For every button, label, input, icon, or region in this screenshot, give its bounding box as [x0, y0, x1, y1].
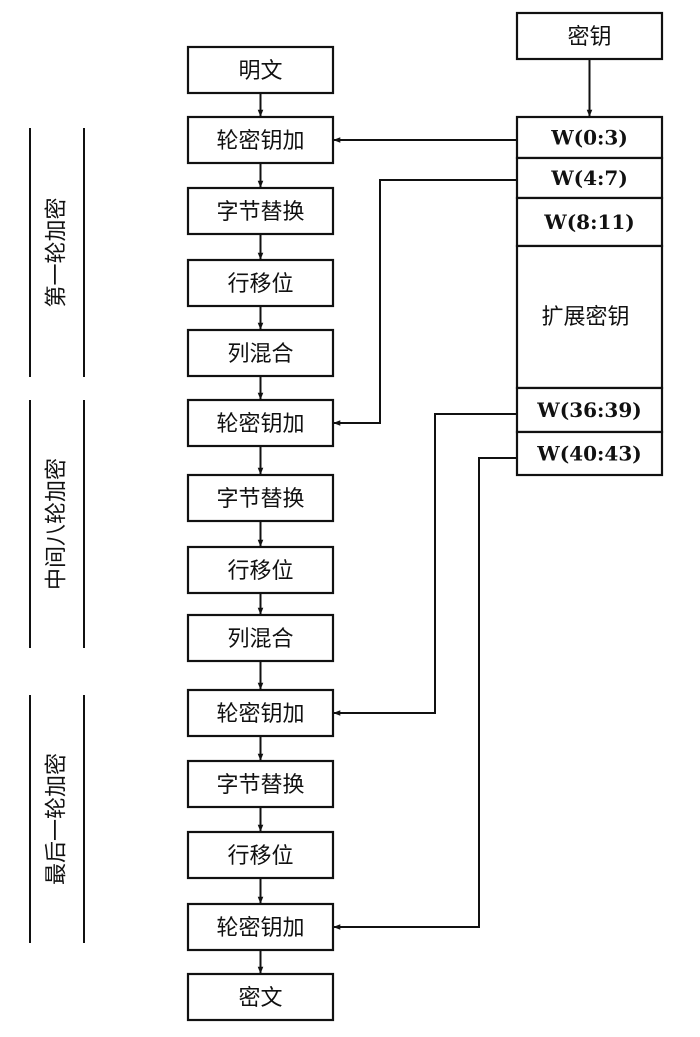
- flow-boxes: 明文轮密钥加字节替换行移位列混合轮密钥加字节替换行移位列混合轮密钥加字节替换行移…: [186, 45, 335, 1022]
- step-ark0-box: 轮密钥加: [186, 115, 335, 165]
- step-ark1-box: 轮密钥加: [186, 398, 335, 448]
- step-ark9-box: 轮密钥加: [186, 688, 335, 738]
- box-frame: [186, 545, 335, 595]
- cell-frame: [515, 156, 664, 200]
- box-label: 字节替换: [216, 487, 304, 512]
- connector-lines: [257, 59, 593, 974]
- box-frame: [186, 613, 335, 663]
- word-w0-3-cell: W(0:3): [515, 115, 664, 160]
- word-w36-39: W(36:39): [536, 398, 641, 422]
- word-w40-43: W(40:43): [536, 442, 641, 466]
- step-sb10-box: 字节替换: [186, 759, 335, 809]
- box-label: 列混合: [227, 342, 293, 367]
- word-w4-7-cell: W(4:7): [515, 156, 664, 200]
- step-sb1-box: 字节替换: [186, 186, 335, 236]
- box-frame: [186, 258, 335, 308]
- word-w40-43-cell: W(40:43): [515, 430, 664, 477]
- word-w36-39-cell: W(36:39): [515, 386, 664, 434]
- cell-frame: [515, 244, 664, 390]
- box-label: 字节替换: [216, 773, 304, 798]
- step-sr2-box: 行移位: [186, 545, 335, 595]
- ciphertext-box: 密文: [186, 972, 335, 1022]
- box-label: 密文: [238, 986, 282, 1011]
- word-w4-7: W(4:7): [550, 166, 628, 190]
- cell-frame: [515, 430, 664, 477]
- box-frame: [186, 186, 335, 236]
- stage-label: 中间八轮加密: [45, 458, 70, 590]
- step-mc1-box: 列混合: [186, 328, 335, 378]
- box-frame: [186, 45, 335, 95]
- key-box: 密钥: [515, 11, 664, 61]
- box-frame: [186, 830, 335, 880]
- step-sr1-box: 行移位: [186, 258, 335, 308]
- box-frame: [186, 473, 335, 523]
- step-ark10-box: 轮密钥加: [186, 902, 335, 952]
- box-frame: [186, 902, 335, 952]
- box-frame: [186, 759, 335, 809]
- box-label: 行移位: [227, 559, 293, 584]
- cell-frame: [515, 115, 664, 160]
- word-w8-11-cell: W(8:11): [515, 196, 664, 248]
- box-label: 轮密钥加: [216, 412, 304, 437]
- round-key-connector: [333, 413, 517, 716]
- stage-label: 最后一轮加密: [45, 753, 70, 885]
- box-frame: [186, 398, 335, 448]
- key-label: 密钥: [567, 25, 611, 50]
- box-label: 轮密钥加: [216, 129, 304, 154]
- cell-frame: [515, 386, 664, 434]
- round-key-connector: [333, 179, 517, 426]
- stage-bracket-1: 第一轮加密: [29, 128, 85, 377]
- round-key-connector: [333, 457, 517, 930]
- expanded-key-label: 扩展密钥: [541, 305, 629, 330]
- box-label: 轮密钥加: [216, 916, 304, 941]
- box-frame: [515, 11, 664, 61]
- expanded-key-label-cell: 扩展密钥: [515, 244, 664, 390]
- step-sb2-box: 字节替换: [186, 473, 335, 523]
- box-label: 列混合: [227, 627, 293, 652]
- box-frame: [186, 688, 335, 738]
- stage-bracket-2: 中间八轮加密: [29, 400, 85, 648]
- word-w0-3: W(0:3): [550, 126, 628, 150]
- box-label: 字节替换: [216, 200, 304, 225]
- box-frame: [186, 115, 335, 165]
- step-sr10-box: 行移位: [186, 830, 335, 880]
- stage-label: 第一轮加密: [45, 197, 70, 307]
- key-schedule: 密钥 W(0:3) W(4:7) W(8:11) 扩展密钥 W(36:39) W(40:43…: [515, 11, 664, 477]
- box-label: 轮密钥加: [216, 702, 304, 727]
- box-label: 行移位: [227, 844, 293, 869]
- box-frame: [186, 328, 335, 378]
- plaintext-box: 明文: [186, 45, 335, 95]
- word-w8-11: W(8:11): [543, 210, 635, 234]
- step-mc2-box: 列混合: [186, 613, 335, 663]
- cell-frame: [515, 196, 664, 248]
- box-frame: [186, 972, 335, 1022]
- box-label: 明文: [238, 59, 282, 84]
- stage-bracket-3: 最后一轮加密: [29, 695, 85, 943]
- box-label: 行移位: [227, 272, 293, 297]
